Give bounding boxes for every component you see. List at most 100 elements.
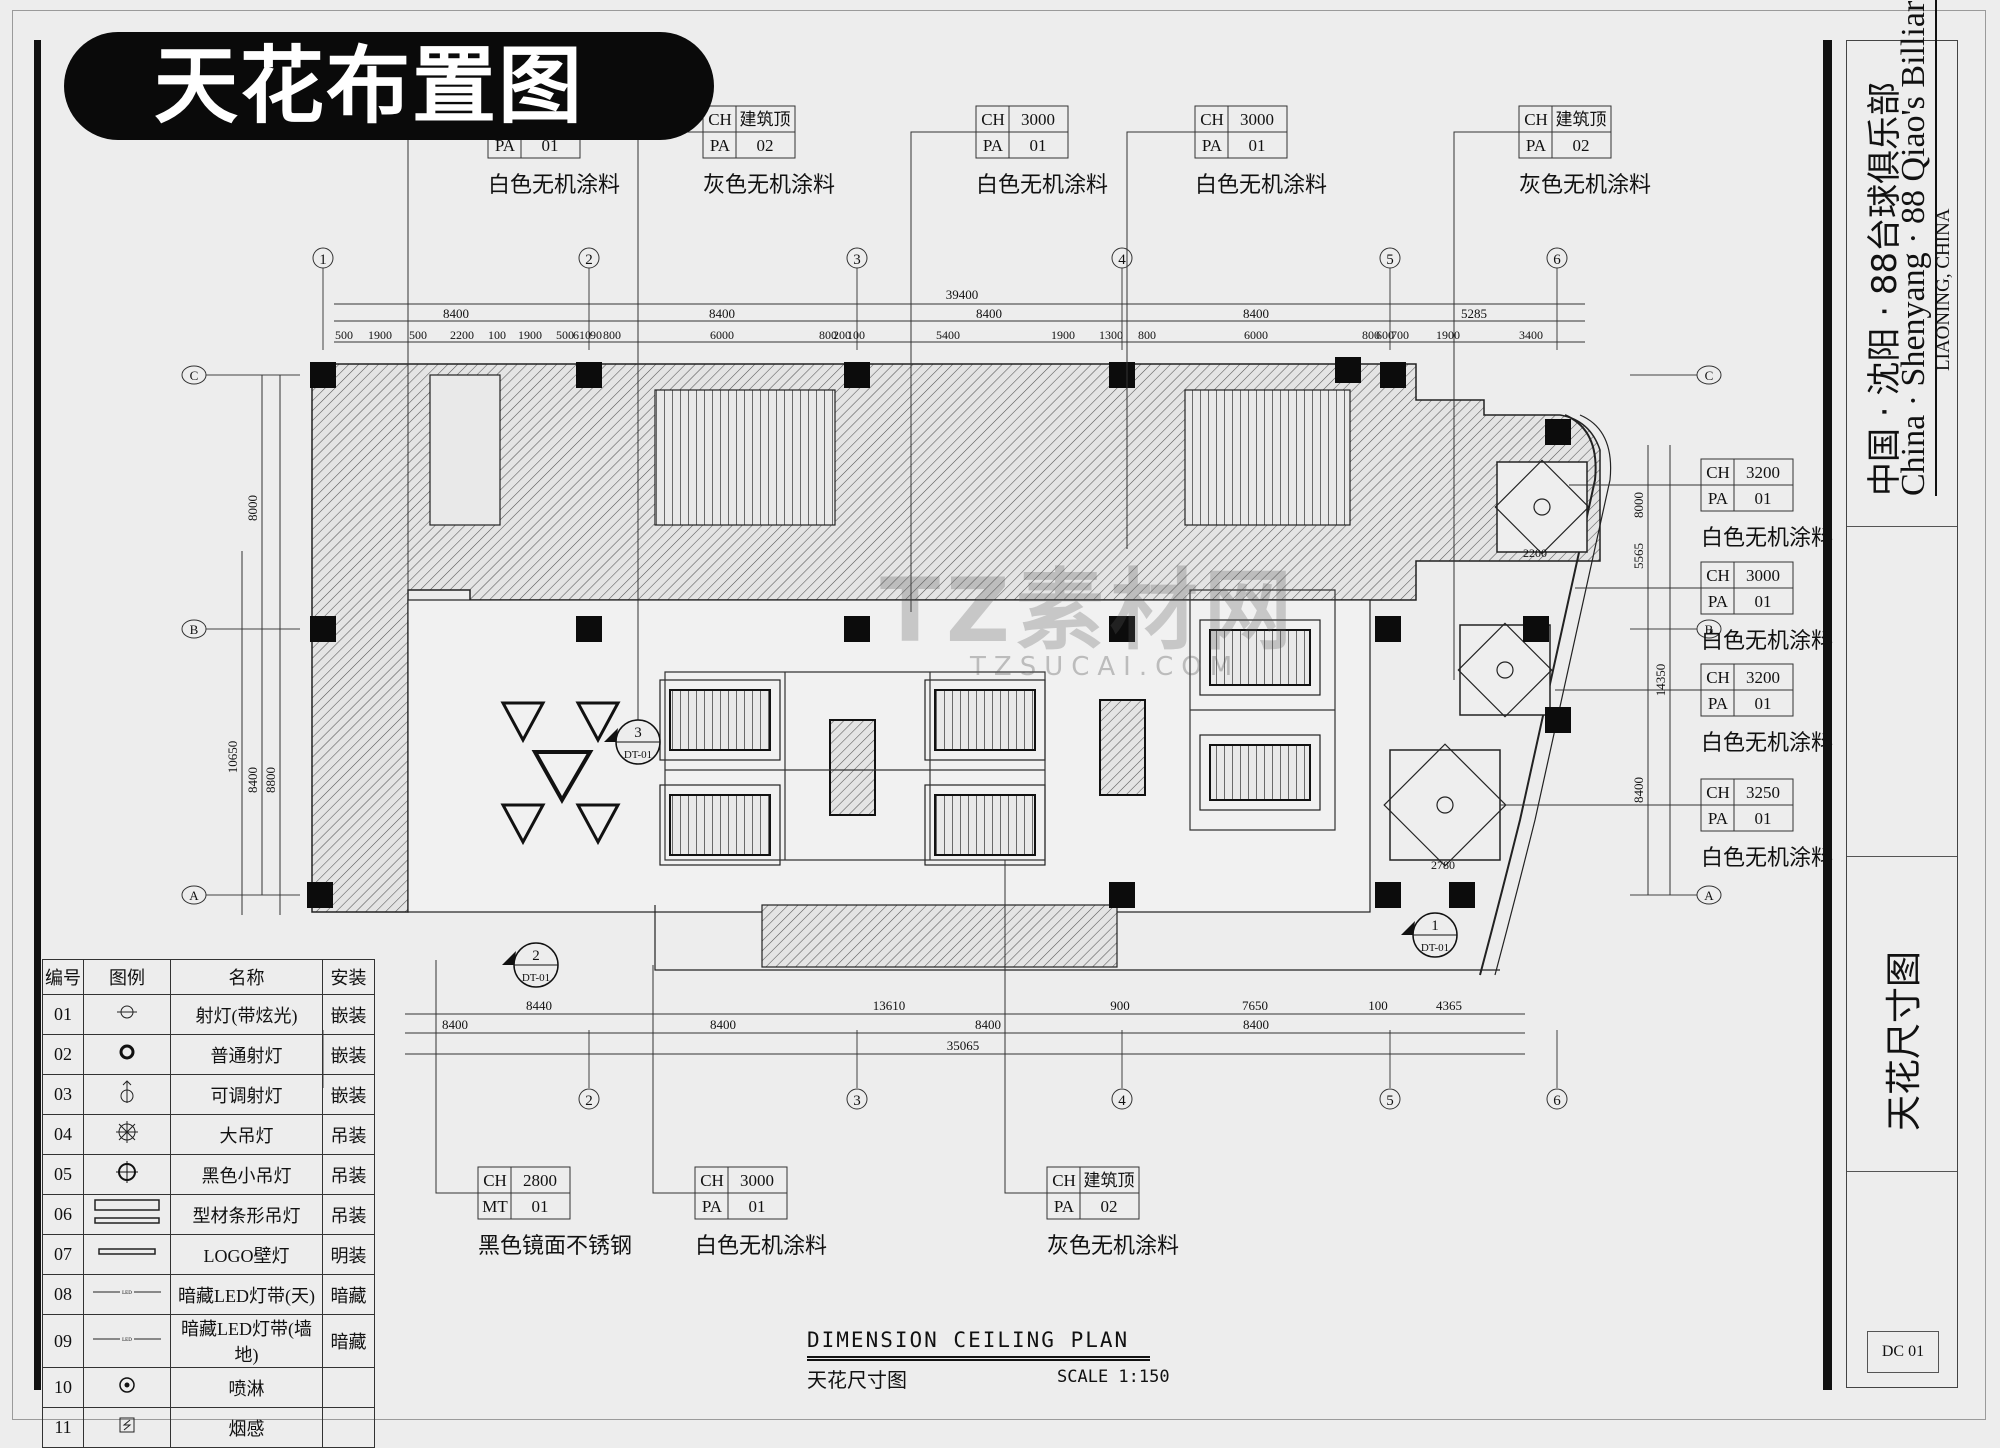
material-tag-code: CH [1524,110,1548,129]
legend-number: 03 [42,1074,84,1115]
grid-bubble [181,885,207,905]
dimension-top-detail: 90 [590,328,602,342]
dimension-left: 8400 [245,767,260,793]
dimension-top-detail: 100 [847,328,865,342]
grid-label-left: A [189,888,199,903]
material-description: 白色无机涂料 [488,172,620,197]
legend-install: 暗藏 [322,1274,375,1315]
smoke-detector-icon [119,1417,135,1433]
grid-label-top: 3 [853,252,861,268]
watermark-logo: TZ素材网 [880,559,1298,662]
ceiling-panel [659,679,781,761]
section-reference: DT-01 [1421,942,1449,954]
material-tag-value: 01 [532,1197,549,1216]
dimension-top-bay: 5285 [1461,306,1487,321]
spotlight-icon [119,1044,135,1060]
material-tag-value: 3200 [1746,463,1780,482]
structural-column [1545,419,1571,445]
sprinkler-icon [119,1377,135,1393]
material-tag-value: 建筑顶 [1556,110,1607,129]
material-tag-cell [1046,1166,1140,1194]
material-tag-cell [1700,458,1794,486]
material-tag-value: 02 [757,136,774,155]
legend-install: 吊装 [322,1114,375,1155]
staircase-west [654,389,836,526]
legend-name: 型材条形吊灯 [170,1194,323,1235]
led-strip-wall-icon: LED [93,1335,161,1343]
material-tag-code: CH [1706,566,1730,585]
dimension-left: 8000 [245,495,260,521]
chandelier-icon [1436,796,1454,814]
dimension-right: 14350 [1653,664,1668,697]
grid-label-right: A [1704,888,1714,903]
dimension-top-detail: 800 [819,328,837,342]
grid-bubble [1696,365,1722,385]
structural-column [576,616,602,642]
legend-number: 01 [42,994,84,1035]
structural-column [1109,362,1135,388]
leader-line [1453,131,1519,680]
dimension-top-detail: 6000 [710,328,734,342]
vip-room-ceiling [1389,749,1501,861]
dimension-bottom-bay: 8400 [710,1017,736,1032]
dimension-top-detail: 1900 [1051,328,1075,342]
grid-bubble [578,247,600,269]
spotlight-glare-icon [117,1005,137,1019]
dimension-bottom-detail: 900 [1110,998,1130,1013]
material-tag-value: 3000 [1240,110,1274,129]
material-tag-code: CH [708,110,732,129]
material-tag-code: MT [482,1197,508,1216]
dimension-bottom-detail: 13610 [873,998,906,1013]
dimension-top-detail: 500 [409,328,427,342]
dimension-top-detail: 500 [335,328,353,342]
chandelier-icon [1496,661,1514,679]
plan-subtitle: 天花尺寸图 [807,1368,907,1392]
billiard-table-light [1099,699,1146,796]
material-description: 灰色无机涂料 [703,172,835,197]
dimension-top-detail: 700 [1391,328,1409,342]
legend-symbol [83,1367,171,1408]
title-block-divider [1847,856,1957,857]
dimension-top-detail: 500 [556,328,574,342]
material-tag-code: CH [700,1171,724,1190]
legend-number: 05 [42,1154,84,1195]
grid-bubble [1379,1088,1401,1110]
material-tag-code: CH [1052,1171,1076,1190]
bar-counter [761,904,1118,968]
chandelier-icon [116,1121,138,1143]
curved-facade-wall [1479,414,1597,976]
octagon-coffer [1494,459,1590,555]
legend-header-name: 名称 [170,959,323,995]
legend-install: 明装 [322,1234,375,1275]
left-border-bar [34,40,41,1390]
dimension-left: 8800 [263,767,278,793]
leader-line [1004,860,1047,1194]
grid-bubble [578,1088,600,1110]
legend-header-symbol: 图例 [83,959,171,995]
legend-symbol: LED [83,1314,171,1368]
material-tag-code: PA [702,1197,723,1216]
grid-bubble [181,365,207,385]
dimension-bottom-detail: 4365 [1436,998,1462,1013]
title-block-divider [1847,526,1957,527]
dimension-top-detail: 800 [603,328,621,342]
grid-bubble [181,619,207,639]
legend-header-row: 编号 图例 名称 安装 [42,959,375,995]
chandelier-icon [1533,498,1551,516]
leader-line [910,131,976,612]
title-block-bar [1823,40,1832,1390]
dimension-bottom-bay: 8400 [975,1017,1001,1032]
material-description: 黑色镜面不锈钢 [478,1233,632,1258]
octagon-coffer [1457,622,1553,718]
material-tag-value: 3000 [740,1171,774,1190]
project-name-en: China · Shenyang · 88 Qiao's Billiards C… [1895,0,1937,496]
south-wall [654,905,1500,971]
drawing-number: DC 01 [1867,1331,1939,1373]
material-tag-code: PA [1708,694,1729,713]
legend-name: 暗藏LED灯带(天) [170,1274,323,1315]
